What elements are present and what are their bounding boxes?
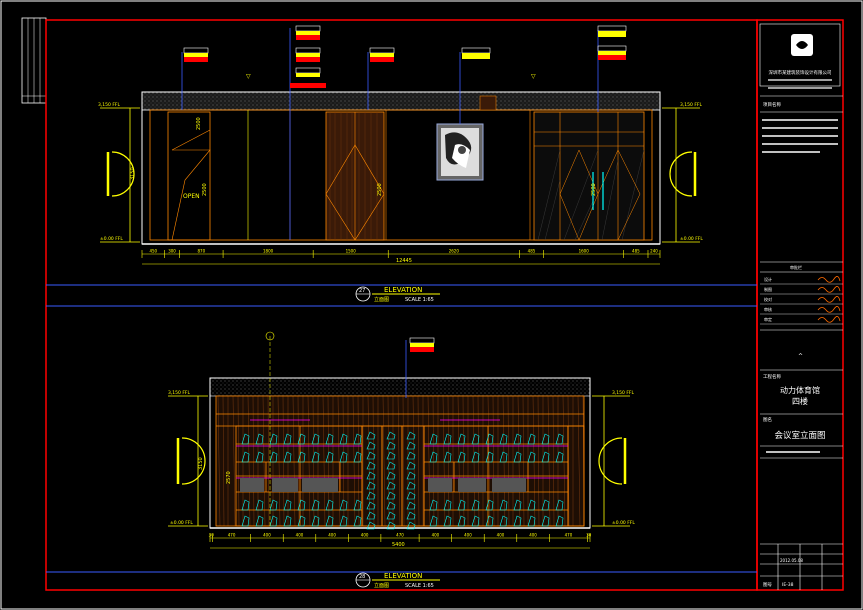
dimension-label: 470 <box>565 533 573 538</box>
total-height-label: 3150 <box>130 167 136 180</box>
elevation-subtitle: 立面图 <box>374 296 389 303</box>
svg-text:3,150 FFL: 3,150 FFL <box>168 390 190 396</box>
svg-text:^: ^ <box>798 353 803 360</box>
dimension-label: 400 <box>361 533 369 538</box>
project-label: 项目名称 <box>763 101 781 108</box>
svg-text:±0.00 FFL: ±0.00 FFL <box>170 520 193 526</box>
signature-scribble <box>817 276 841 283</box>
dimension-label: 450 <box>149 249 157 254</box>
marker-number: 27 <box>359 288 365 294</box>
signature-scribble <box>817 296 841 303</box>
dimension-label: 400 <box>497 533 505 538</box>
dimension-label: 1800 <box>263 249 274 254</box>
signature-scribble <box>817 286 841 293</box>
sign-row-label: 审核 <box>764 306 772 312</box>
svg-text:▽: ▽ <box>531 73 536 80</box>
svg-text:±0.00 FFL: ±0.00 FFL <box>612 520 635 526</box>
dimension-label: 485 <box>632 249 640 254</box>
dimension-label: 470 <box>228 533 236 538</box>
elevation-title: ELEVATION <box>384 286 422 294</box>
dimension-label: 1600 <box>579 249 590 254</box>
company-name: 深圳市某建筑装饰设计有限公司 <box>769 69 832 76</box>
drawing-date: 2012.05.08 <box>780 558 803 563</box>
dimension-label: 485 <box>528 249 536 254</box>
svg-text:±0.00 FFL: ±0.00 FFL <box>680 236 703 242</box>
dimension-label: 400 <box>328 533 336 538</box>
sign-row-label: 审定 <box>764 316 772 322</box>
dimension-label: 400 <box>432 533 440 538</box>
total-width-label: 5400 <box>392 542 405 548</box>
svg-text:图名: 图名 <box>763 416 772 423</box>
svg-text:审批栏: 审批栏 <box>790 264 802 270</box>
marker-number: 28 <box>359 574 365 580</box>
dimension-label: 870 <box>197 249 205 254</box>
dimension-label: 400 <box>296 533 304 538</box>
elevation-bottom: 3,150 FFL ±0.00 FFL 3,150 FFL ±0.00 FFL … <box>168 331 635 589</box>
elevation-title: ELEVATION <box>384 572 422 580</box>
dimension-label: 240 <box>650 249 658 254</box>
svg-text:2500: 2500 <box>196 117 202 130</box>
dimension-label: 400 <box>529 533 537 538</box>
dimension-label: 400 <box>263 533 271 538</box>
level-bottom-left: ±0.00 FFL <box>100 236 123 242</box>
drawing-no-label: 图号 <box>763 582 772 588</box>
height-label: 2500 <box>202 183 208 196</box>
section-symbol <box>106 151 697 197</box>
callout-tags <box>183 25 627 88</box>
elevation-subtitle: 立面图 <box>374 582 389 589</box>
sign-row-label: 设计 <box>764 276 772 282</box>
sign-row-label: 制图 <box>764 286 772 292</box>
total-height-label: 3150 <box>198 457 204 470</box>
door-open-label: OPEN <box>183 193 200 200</box>
dimension-chain: 450 300 870 1800 1500 2620 485 1600 485 240 <box>141 249 661 258</box>
svg-text:▽: ▽ <box>246 73 251 80</box>
dimension-label: 400 <box>464 533 472 538</box>
height-label: 2570 <box>226 471 232 484</box>
height-label: 2500 <box>591 183 597 196</box>
sheet-number: IE-38 <box>782 582 794 588</box>
dimension-label: 30 <box>209 533 215 538</box>
elevation-top: OPEN 2500 <box>98 25 703 303</box>
binding-strip <box>21 17 47 104</box>
dimension-label: 470 <box>396 533 404 538</box>
dimension-label: 300 <box>168 249 176 254</box>
signature-scribble <box>817 316 841 323</box>
elevation-scale: SCALE 1:65 <box>405 297 434 303</box>
dimension-label: 2620 <box>449 249 460 254</box>
level-top-left: 3,150 FFL <box>98 102 120 108</box>
dimension-label: 30 <box>586 533 592 538</box>
elevation-scale: SCALE 1:65 <box>405 583 434 589</box>
drawing-name: 会议室立面图 <box>774 430 825 441</box>
project-name: 动力体育馆 <box>780 385 820 395</box>
signature-scribble <box>817 306 841 313</box>
sign-row-label: 校对 <box>764 296 772 302</box>
svg-text:工程名称: 工程名称 <box>763 373 781 380</box>
total-width-label: 12445 <box>396 258 412 264</box>
dimension-chain: 30 470 400 400 400 400 470 400 400 400 400 470 30 <box>209 533 592 542</box>
section-symbol <box>176 437 627 485</box>
height-label: 2500 <box>377 183 383 196</box>
project-floor: 四楼 <box>792 396 808 406</box>
svg-text:3,150 FFL: 3,150 FFL <box>612 390 634 396</box>
dimension-label: 1500 <box>346 249 357 254</box>
svg-text:3,150 FFL: 3,150 FFL <box>680 102 702 108</box>
